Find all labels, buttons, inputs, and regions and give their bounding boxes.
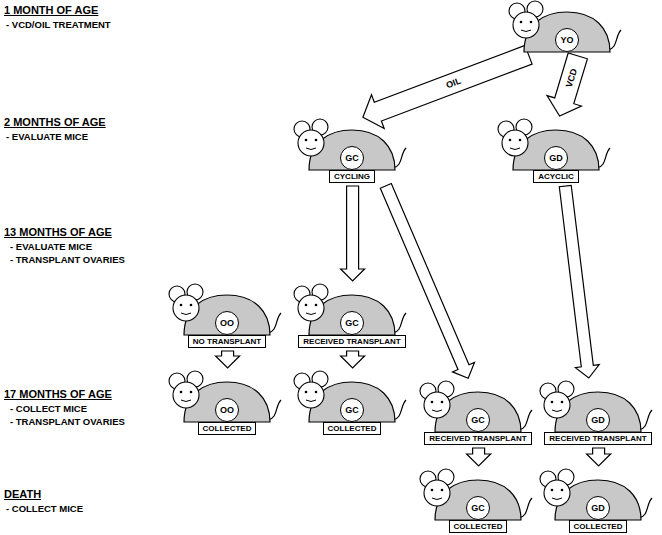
status-box: COLLECTED (198, 422, 257, 435)
status-box: COLLECTED (323, 422, 382, 435)
group-code: GC (340, 311, 364, 335)
status-box: COLLECTED (449, 520, 508, 533)
group-code: GD (544, 146, 568, 170)
hollow-arrow (559, 185, 599, 378)
stage-step: - VCD/OIL TREATMENT (6, 19, 111, 30)
stage-step: - EVALUATE MICE (6, 131, 88, 142)
stage-heading: 17 MONTHS OF AGE (4, 388, 112, 400)
status-box: RECEIVED TRANSPLANT (424, 432, 531, 445)
mouse-node: YO (504, 0, 624, 54)
group-code: GC (340, 146, 364, 170)
mouse-node: GDRECEIVED TRANSPLANT (535, 380, 655, 446)
stage-step: - COLLECT MICE (6, 503, 83, 514)
stage-heading: 2 MONTHS OF AGE (4, 116, 106, 128)
mouse-node: OOCOLLECTED (164, 370, 284, 436)
hollow-arrow (547, 53, 587, 116)
group-code: OO (215, 398, 239, 422)
status-box: RECEIVED TRANSPLANT (544, 432, 651, 445)
mouse-node: GCCOLLECTED (289, 370, 409, 436)
stage-step: - TRANSPLANT OVARIES (10, 416, 125, 427)
stage-heading: 13 MONTHS OF AGE (4, 226, 112, 238)
stage-heading: 1 MONTH OF AGE (4, 4, 98, 16)
group-code: YO (555, 28, 579, 52)
mouse-node: OONO TRANSPLANT (164, 283, 284, 349)
hollow-arrow (467, 448, 491, 466)
group-code: OO (215, 311, 239, 335)
mouse-node: GDACYCLIC (493, 118, 613, 184)
mouse-node: GCCOLLECTED (415, 468, 535, 534)
stage-step: - COLLECT MICE (10, 403, 87, 414)
hollow-arrow (587, 448, 611, 466)
stage-heading: DEATH (4, 488, 41, 500)
group-code: GC (466, 496, 490, 520)
status-box: NO TRANSPLANT (188, 335, 266, 348)
status-box: RECEIVED TRANSPLANT (298, 335, 405, 348)
hollow-arrow (341, 186, 365, 281)
mouse-node: GCCYCLING (289, 118, 409, 184)
status-box: COLLECTED (569, 520, 628, 533)
group-code: GC (466, 408, 490, 432)
mouse-node: GCRECEIVED TRANSPLANT (415, 380, 535, 446)
hollow-arrow (216, 351, 240, 368)
mouse-node: GCRECEIVED TRANSPLANT (289, 283, 409, 349)
group-code: GC (340, 398, 364, 422)
mouse-node: GDCOLLECTED (535, 468, 655, 534)
group-code: GD (586, 408, 610, 432)
status-box: ACYCLIC (533, 170, 579, 183)
hollow-arrow (363, 45, 532, 128)
hollow-arrow (341, 351, 365, 368)
group-code: GD (586, 496, 610, 520)
status-box: CYCLING (329, 170, 375, 183)
hollow-arrow (380, 184, 474, 379)
stage-step: - EVALUATE MICE (10, 241, 92, 252)
stage-step: - TRANSPLANT OVARIES (10, 254, 125, 265)
